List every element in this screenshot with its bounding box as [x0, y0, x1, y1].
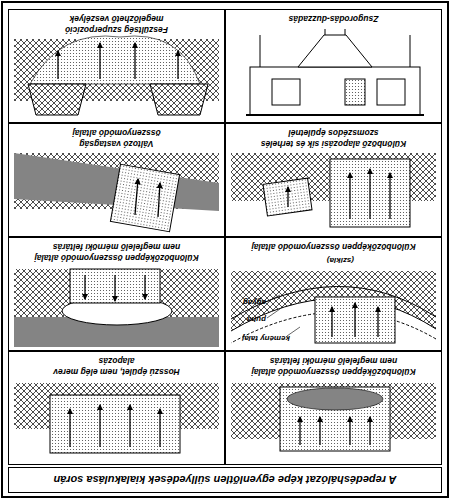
panel-box: Különböző alapozási sík és terhelésszoms…	[225, 123, 442, 237]
panel-box: Különbözőképpen összenyomódó altalajnem …	[225, 351, 442, 465]
panel-box: Zsugorodás-duzzadás	[225, 9, 442, 123]
soil-label: (szikla)	[327, 256, 354, 265]
panel-caption: Hosszú épület, nem elég merev	[53, 366, 180, 377]
title-box: A repedéshálózat képe egyenlőtlen süllye…	[8, 467, 442, 493]
panel-caption: nem megfelelő mérnöki feltárás	[270, 355, 398, 366]
panel-caption: összenyomódó altalaj	[72, 127, 160, 138]
panel-caption: Különbözőképpen összenyomódó altalaj	[34, 252, 198, 263]
panel-box: Feszültség szuperpozíciómegelőzhető vesz…	[8, 9, 225, 123]
panel-caption: Különböző alapozási sík és terhelés	[261, 138, 407, 149]
panel-caption: Változó vastagság	[79, 138, 153, 149]
panel-4-art	[231, 153, 436, 227]
panel-caption: Különbözőképpen összenyomódó altalaj	[251, 366, 415, 377]
panel-6-art	[246, 29, 424, 115]
panel-7-art	[14, 36, 219, 115]
panel-caption: alapozás	[99, 355, 135, 366]
soil-label: agyag	[243, 298, 266, 307]
soil-label: puha	[247, 315, 266, 324]
panel-caption: Feszültség szuperpozíció	[65, 24, 168, 35]
panel-box: Különbözőképpen összenyomódó altalaj	[225, 237, 442, 351]
soil-label: kemény talaj	[242, 334, 290, 343]
panel-box: Változó vastagságösszenyomódó altalaj	[8, 123, 225, 237]
panel-caption: megelőzhető veszélyek	[70, 13, 164, 24]
diagram-title: A repedéshálózat képe egyenlőtlen süllye…	[53, 474, 396, 486]
panel-5-art	[14, 153, 219, 232]
panel-caption: Zsugorodás-duzzadás	[289, 13, 379, 24]
panel-box: Hosszú épület, nem elég merevalapozás	[8, 351, 225, 465]
panel-caption: nem megfelelő mérnöki feltárás	[53, 241, 181, 252]
panel-3-art	[14, 269, 219, 347]
panel-caption: szomszédos épületnél	[288, 127, 378, 138]
panel-0-art	[231, 383, 436, 451]
panel-1-art	[14, 383, 219, 453]
panel-2-art	[231, 271, 436, 343]
panel-caption: Különbözőképpen összenyomódó altalaj	[251, 241, 415, 252]
panel-box: Különbözőképpen összenyomódó altalajnem …	[8, 237, 225, 351]
